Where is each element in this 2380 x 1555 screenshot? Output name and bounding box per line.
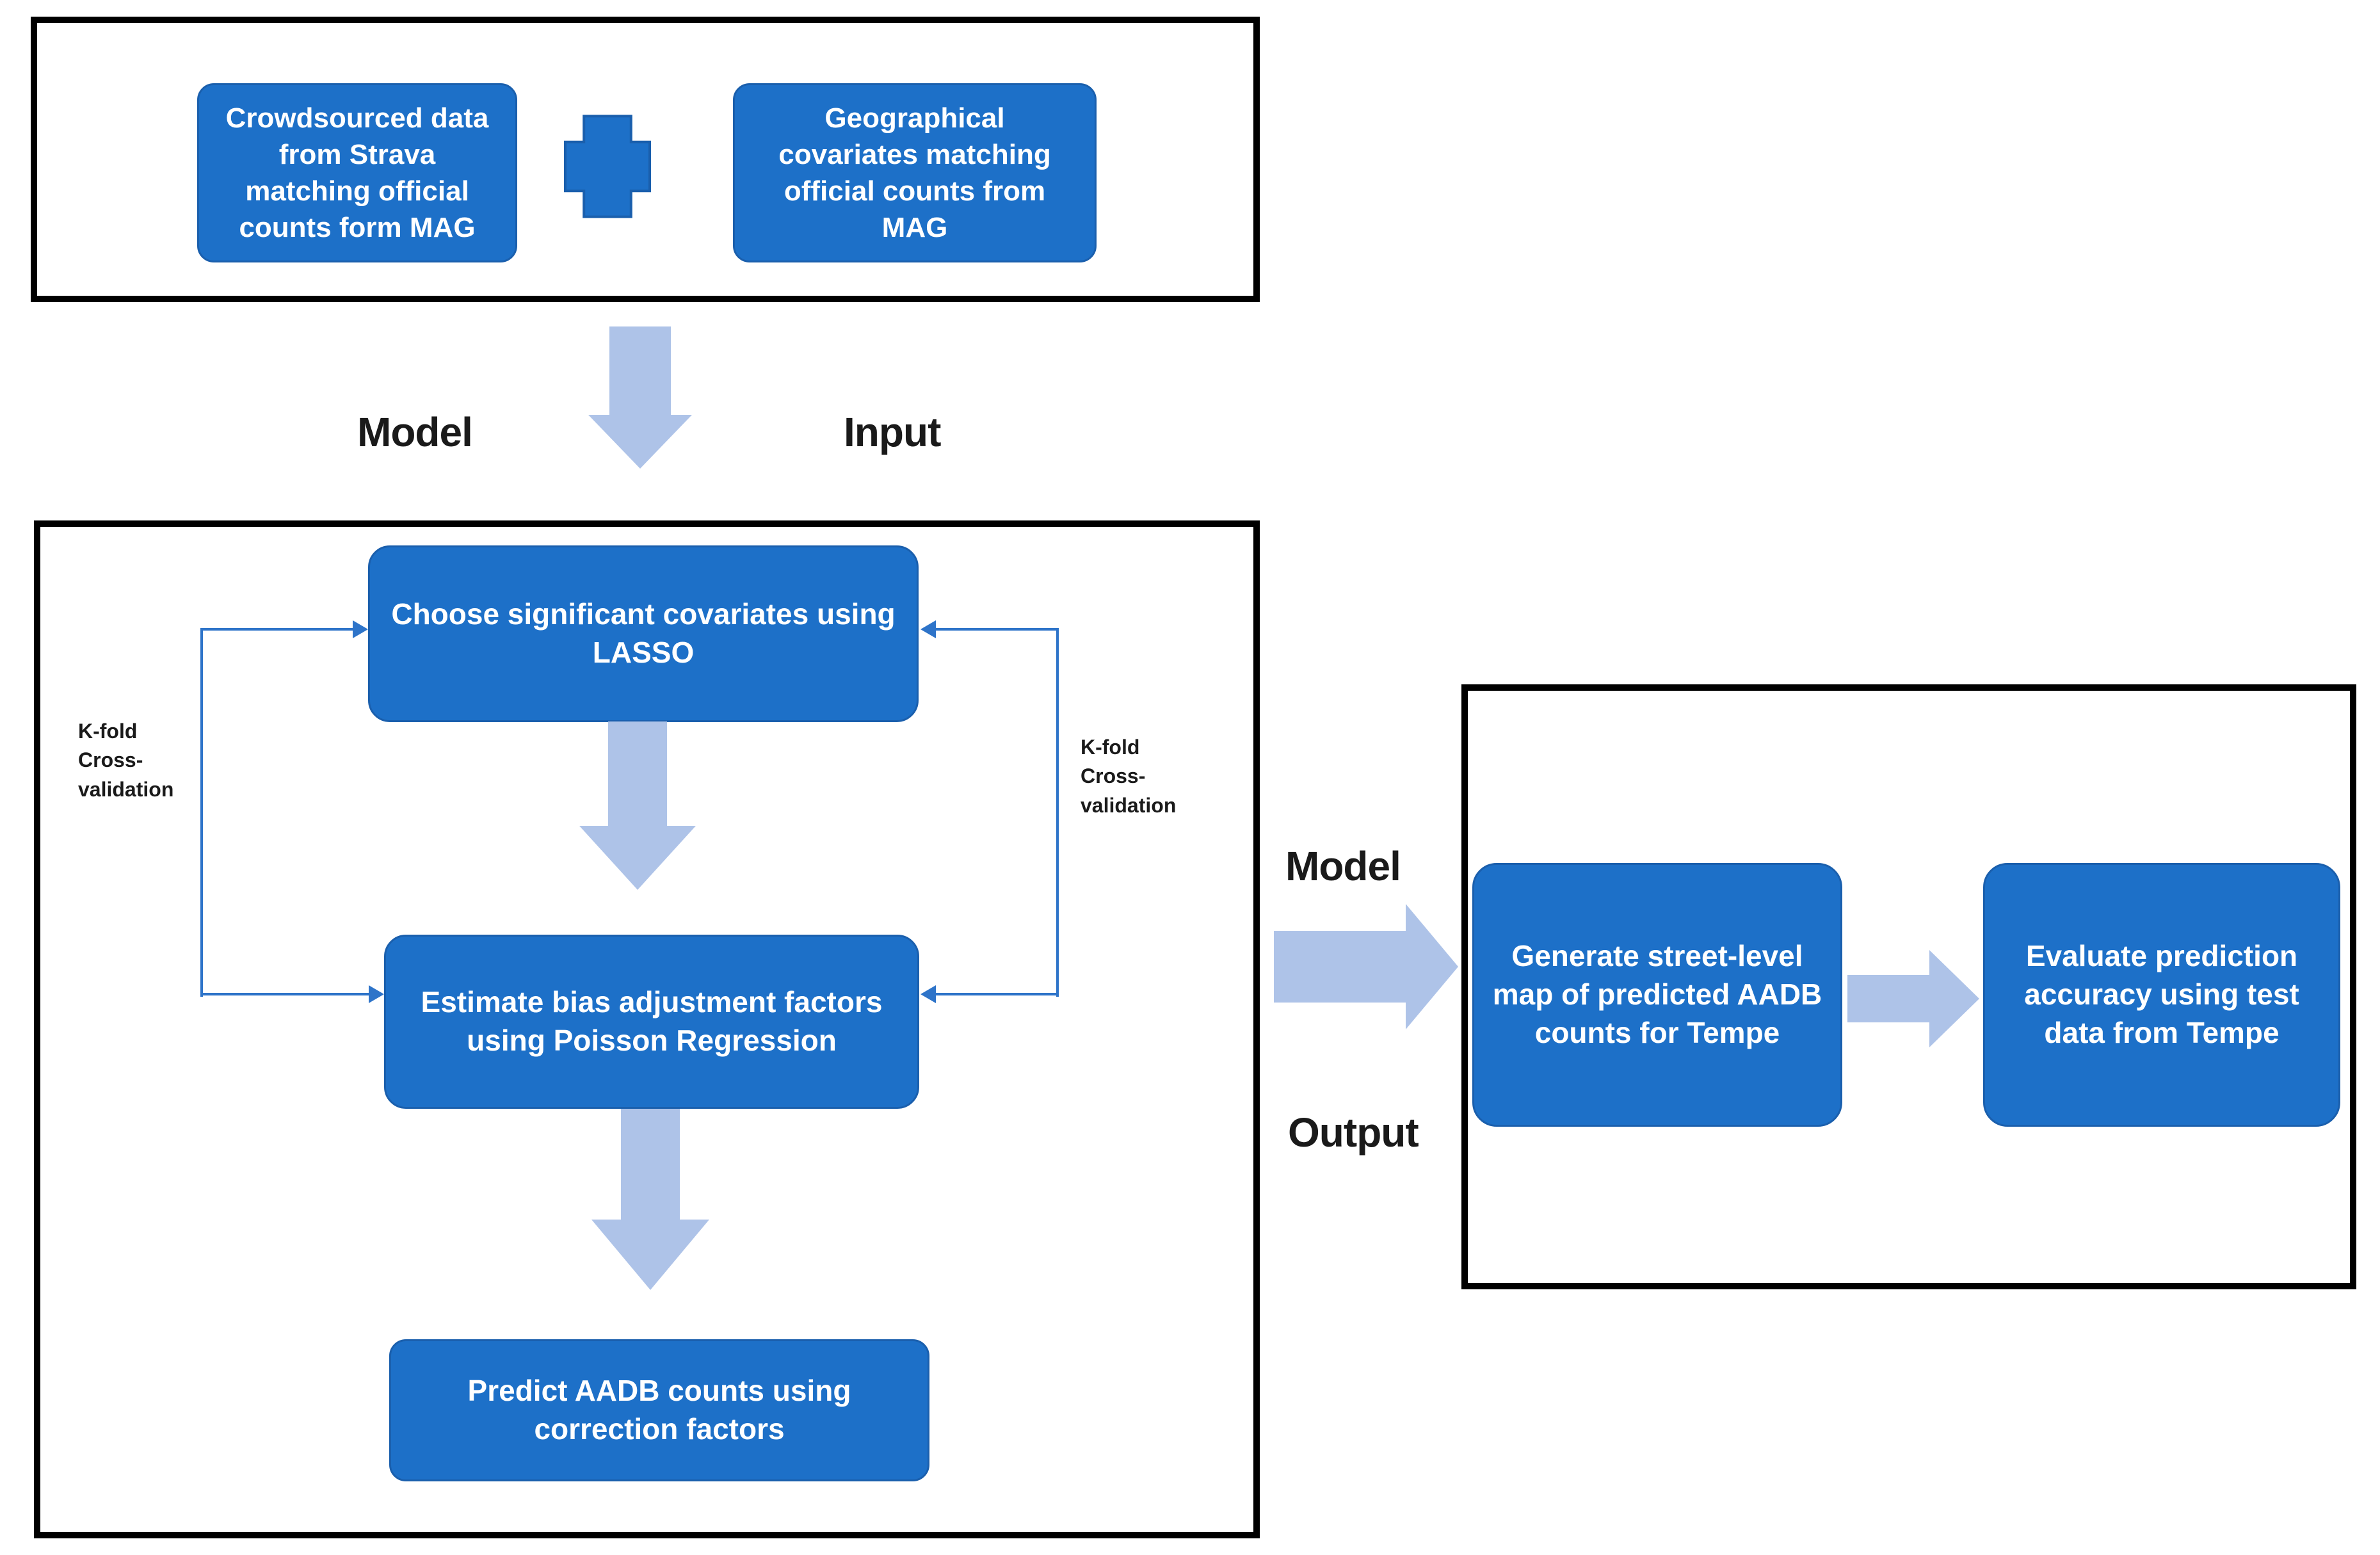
arrow-shaft bbox=[1274, 931, 1406, 1003]
kfold-right-loop-bottom bbox=[936, 993, 1059, 995]
kfold-left-top-arrowhead-icon bbox=[353, 620, 368, 638]
evaluate-accuracy-box-label: Evaluate prediction accuracy using test … bbox=[2024, 939, 2299, 1049]
kfold-left-loop-top bbox=[200, 628, 353, 631]
poisson-box-label: Estimate bias adjustment factors using P… bbox=[421, 985, 883, 1057]
arrow-head-icon bbox=[579, 826, 696, 890]
input-to-model-arrow bbox=[588, 326, 692, 469]
kfold-right-loop-vertical bbox=[1056, 629, 1059, 997]
model-panel bbox=[34, 520, 1260, 1538]
kfold-left-bottom-arrowhead-icon bbox=[369, 985, 384, 1003]
arrow-head-icon bbox=[1406, 904, 1458, 1029]
kfold-right-label: K-fold Cross- validation bbox=[1081, 736, 1177, 817]
poisson-box: Estimate bias adjustment factors using P… bbox=[384, 935, 919, 1109]
predict-box-label: Predict AADB counts using correction fac… bbox=[467, 1374, 851, 1446]
strava-data-box-label: Crowdsourced data from Strava matching o… bbox=[225, 102, 489, 244]
evaluate-accuracy-box: Evaluate prediction accuracy using test … bbox=[1983, 863, 2340, 1127]
strava-data-box: Crowdsourced data from Strava matching o… bbox=[197, 83, 517, 262]
generate-map-box-label: Generate street-level map of predicted A… bbox=[1492, 939, 1822, 1049]
input-panel bbox=[31, 17, 1260, 302]
kfold-left-loop-bottom bbox=[200, 993, 369, 995]
arrow-head-icon bbox=[1929, 950, 1979, 1047]
arrow-shaft bbox=[608, 721, 667, 826]
generate-to-evaluate-arrow bbox=[1847, 950, 1979, 1047]
model-output-label-model: Model bbox=[1285, 843, 1401, 889]
plus-icon bbox=[564, 115, 651, 218]
generate-map-box: Generate street-level map of predicted A… bbox=[1472, 863, 1842, 1127]
arrow-shaft bbox=[621, 1109, 680, 1220]
model-input-label-input: Input bbox=[844, 409, 941, 455]
poisson-to-predict-arrow bbox=[591, 1109, 709, 1290]
kfold-right-loop-top bbox=[936, 628, 1059, 631]
kfold-left-label: K-fold Cross- validation bbox=[78, 720, 174, 801]
arrow-shaft bbox=[1847, 975, 1929, 1022]
arrow-shaft bbox=[609, 326, 671, 415]
kfold-left-loop-vertical bbox=[200, 629, 203, 997]
model-to-output-arrow bbox=[1274, 904, 1458, 1029]
lasso-box-label: Choose significant covariates using LASS… bbox=[391, 597, 896, 669]
geo-covariates-box-label: Geographical covariates matching officia… bbox=[778, 102, 1051, 244]
arrow-head-icon bbox=[591, 1220, 709, 1290]
kfold-right-bottom-arrowhead-icon bbox=[921, 985, 936, 1003]
geo-covariates-box: Geographical covariates matching officia… bbox=[733, 83, 1097, 262]
model-output-label-output: Output bbox=[1288, 1109, 1419, 1156]
model-input-label-model: Model bbox=[357, 409, 473, 455]
output-panel bbox=[1461, 684, 2356, 1289]
lasso-box: Choose significant covariates using LASS… bbox=[368, 545, 919, 722]
kfold-right-top-arrowhead-icon bbox=[921, 620, 936, 638]
predict-box: Predict AADB counts using correction fac… bbox=[389, 1339, 929, 1481]
arrow-head-icon bbox=[588, 415, 692, 469]
lasso-to-poisson-arrow bbox=[579, 721, 696, 890]
